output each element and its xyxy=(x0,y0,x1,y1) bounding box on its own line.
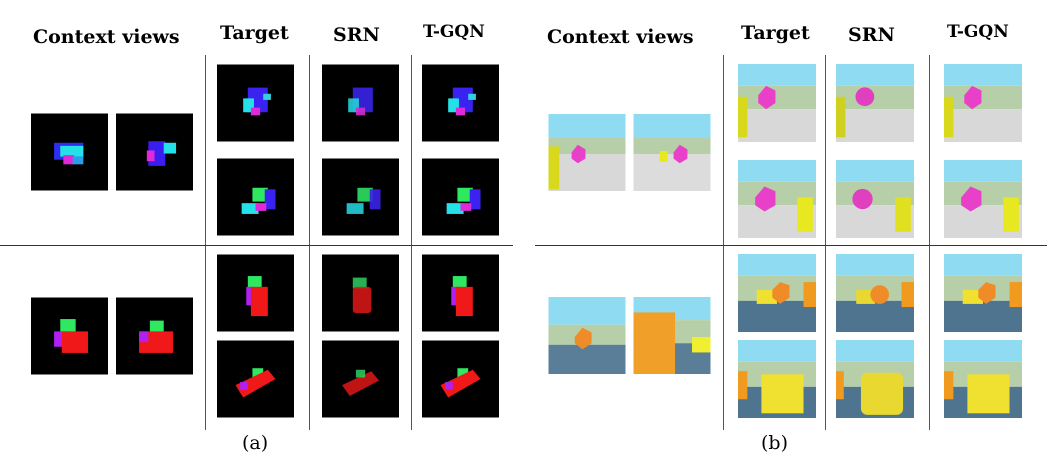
tgqn-image xyxy=(422,158,499,236)
tgqn-image xyxy=(422,254,499,332)
target-image xyxy=(217,254,294,332)
tgqn-image xyxy=(944,254,1022,332)
header-srn-b: SRN xyxy=(848,24,895,46)
header-tgqn-b: T-GQN xyxy=(947,22,1009,42)
context-view-image xyxy=(116,297,193,375)
header-target-b: Target xyxy=(741,22,810,44)
caption-a: (a) xyxy=(242,432,269,454)
tgqn-image xyxy=(944,64,1022,142)
srn-image xyxy=(836,160,914,238)
header-tgqn-a: T-GQN xyxy=(423,22,485,42)
tgqn-image xyxy=(422,64,499,142)
context-view-image xyxy=(548,114,626,191)
divider-vertical xyxy=(411,55,412,430)
divider-vertical xyxy=(309,55,310,430)
tgqn-image xyxy=(944,340,1022,418)
header-context-views-b: Context views xyxy=(547,26,694,48)
target-image xyxy=(738,340,816,418)
divider-vertical xyxy=(723,55,724,430)
target-image xyxy=(217,64,294,142)
target-image xyxy=(738,254,816,332)
target-image xyxy=(217,158,294,236)
context-view-image xyxy=(633,114,711,191)
target-image xyxy=(217,340,294,418)
target-image xyxy=(738,160,816,238)
divider-horizontal xyxy=(535,245,1047,246)
context-view-image xyxy=(31,297,108,375)
context-view-image xyxy=(548,297,626,374)
divider-vertical xyxy=(825,55,826,430)
target-image xyxy=(738,64,816,142)
header-srn-a: SRN xyxy=(333,24,380,46)
divider-horizontal xyxy=(0,245,513,246)
srn-image xyxy=(836,340,914,418)
srn-image xyxy=(322,158,399,236)
srn-image xyxy=(836,254,914,332)
srn-image xyxy=(836,64,914,142)
divider-vertical xyxy=(929,55,930,430)
context-view-image xyxy=(633,297,711,374)
srn-image xyxy=(322,64,399,142)
tgqn-image xyxy=(944,160,1022,238)
caption-b: (b) xyxy=(761,432,788,454)
srn-image xyxy=(322,340,399,418)
header-target-a: Target xyxy=(220,22,289,44)
context-view-image xyxy=(31,113,108,191)
tgqn-image xyxy=(422,340,499,418)
header-context-views-a: Context views xyxy=(33,26,180,48)
context-view-image xyxy=(116,113,193,191)
divider-vertical xyxy=(205,55,206,430)
srn-image xyxy=(322,254,399,332)
